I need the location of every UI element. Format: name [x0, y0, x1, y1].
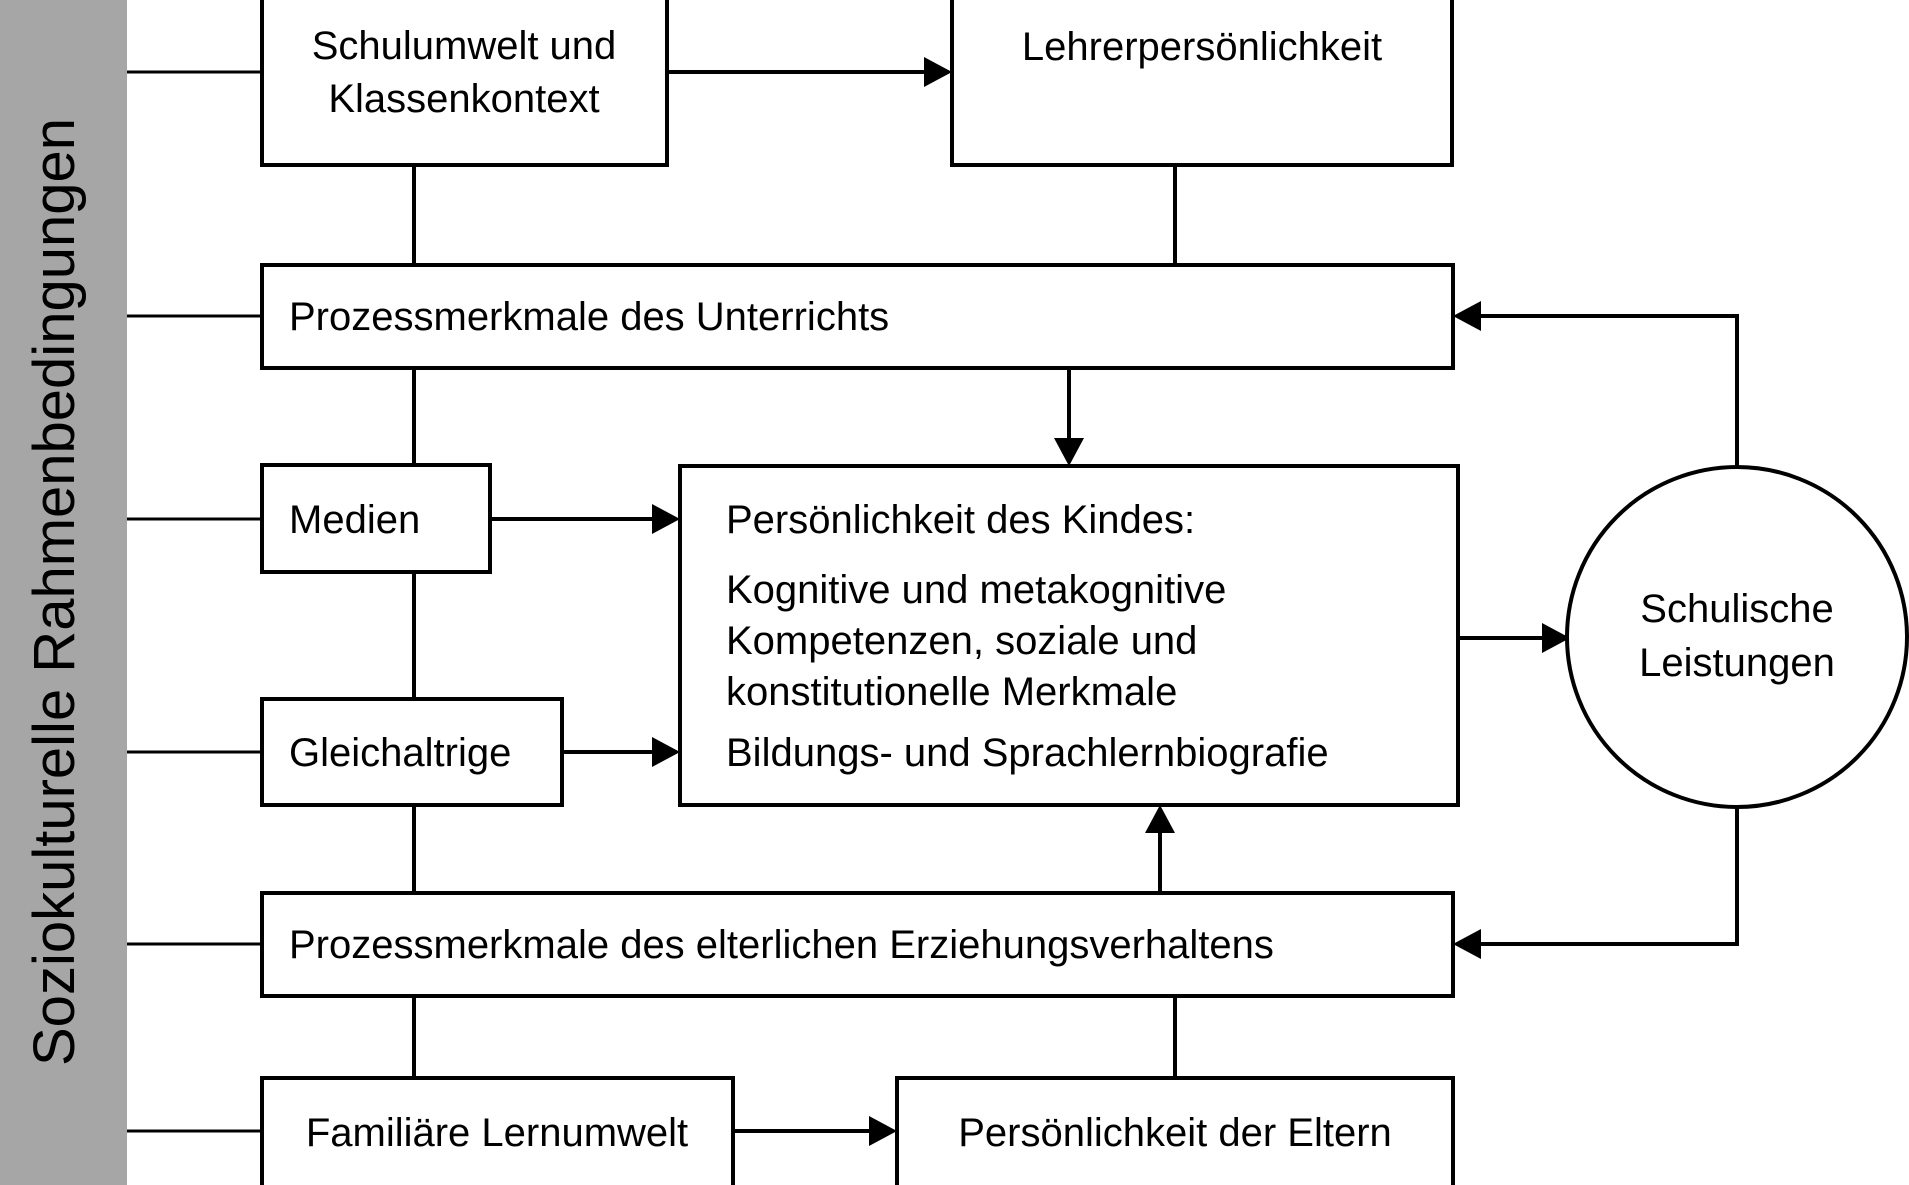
- sociocultural-context-band: [0, 0, 127, 1185]
- kind-to-leistungen-arrowhead: [1542, 623, 1570, 653]
- node-gleichaltrige[interactable]: Gleichaltrige: [260, 697, 564, 807]
- familiaere-to-eltern-arrowhead: [869, 1116, 897, 1146]
- sociocultural-context-label: Soziokulturelle Rahmenbedingungen: [22, 118, 87, 1066]
- medien-to-kind-arrowhead: [652, 504, 680, 534]
- node-persoenlichkeit-des-kindes-box[interactable]: [678, 464, 1460, 807]
- node-persoenlichkeit-der-eltern-box[interactable]: [895, 1076, 1455, 1185]
- node-familiaere-lernumwelt[interactable]: Familiäre Lernumwelt: [260, 1076, 735, 1185]
- node-lehrerpersoenlichkeit[interactable]: Lehrerpersönlichkeit: [950, 0, 1454, 167]
- node-kind-label-line4: konstitutionelle Merkmale: [726, 670, 1177, 714]
- node-persoenlichkeit-des-kindes[interactable]: Persönlichkeit des Kindes: Kognitive und…: [678, 464, 1460, 807]
- leistungen-to-prozess-eltern-arrowhead: [1453, 929, 1481, 959]
- gleichaltrige-to-kind-arrowhead: [652, 737, 680, 767]
- node-kind-label-line1: Persönlichkeit des Kindes:: [726, 498, 1195, 542]
- node-prozessmerkmale-eltern-box[interactable]: [260, 891, 1455, 998]
- node-kind-label-line5: Bildungs- und Sprachlernbiografie: [726, 731, 1329, 775]
- node-gleichaltrige-label: Gleichaltrige: [289, 731, 511, 775]
- node-familiaere-lernumwelt-box[interactable]: [260, 1076, 735, 1185]
- node-prozessmerkmale-unterricht-box[interactable]: [260, 263, 1455, 370]
- node-prozessmerkmale-eltern[interactable]: Prozessmerkmale des elterlichen Erziehun…: [260, 891, 1455, 998]
- leistungen-to-prozess-eltern-feedback-line: [1467, 806, 1739, 946]
- node-schulumwelt-label-line1: Schulumwelt und: [312, 24, 617, 68]
- schulumwelt-to-lehrer-arrowhead: [924, 57, 952, 87]
- node-medien-label: Medien: [289, 498, 420, 542]
- node-gleichaltrige-box[interactable]: [260, 697, 564, 807]
- node-familiaere-lernumwelt-label: Familiäre Lernumwelt: [306, 1111, 688, 1155]
- node-schulische-leistungen[interactable]: Schulische Leistungen: [1565, 465, 1909, 809]
- node-schulische-leistungen-label-line1: Schulische: [1640, 587, 1833, 631]
- node-kind-label-line3: Kompetenzen, soziale und: [726, 619, 1197, 663]
- node-schulische-leistungen-label-line2: Leistungen: [1639, 641, 1835, 685]
- node-medien[interactable]: Medien: [260, 463, 492, 574]
- node-persoenlichkeit-der-eltern[interactable]: Persönlichkeit der Eltern: [895, 1076, 1455, 1185]
- node-schulumwelt-klassenkontext[interactable]: Schulumwelt und Klassenkontext: [260, 0, 669, 167]
- prozess-unterricht-to-kind-arrowhead: [1054, 438, 1084, 466]
- node-persoenlichkeit-der-eltern-label: Persönlichkeit der Eltern: [958, 1111, 1392, 1155]
- node-schulumwelt-box[interactable]: [260, 0, 669, 167]
- node-kind-label-line2: Kognitive und metakognitive: [726, 568, 1226, 612]
- leistungen-to-prozess-unterricht-arrowhead: [1453, 301, 1481, 331]
- prozess-eltern-to-kind-arrowhead: [1145, 805, 1175, 833]
- node-lehrerpersoenlichkeit-label: Lehrerpersönlichkeit: [1022, 25, 1382, 69]
- node-schulumwelt-label-line2: Klassenkontext: [328, 77, 599, 121]
- node-lehrerpersoenlichkeit-box[interactable]: [950, 0, 1454, 167]
- node-medien-box[interactable]: [260, 463, 492, 574]
- node-prozessmerkmale-unterricht-label: Prozessmerkmale des Unterrichts: [289, 295, 889, 339]
- node-schulische-leistungen-circle[interactable]: [1565, 465, 1909, 809]
- node-prozessmerkmale-unterricht[interactable]: Prozessmerkmale des Unterrichts: [260, 263, 1455, 370]
- leistungen-to-prozess-unterricht-feedback-line: [1467, 314, 1739, 467]
- node-prozessmerkmale-eltern-label: Prozessmerkmale des elterlichen Erziehun…: [289, 923, 1274, 967]
